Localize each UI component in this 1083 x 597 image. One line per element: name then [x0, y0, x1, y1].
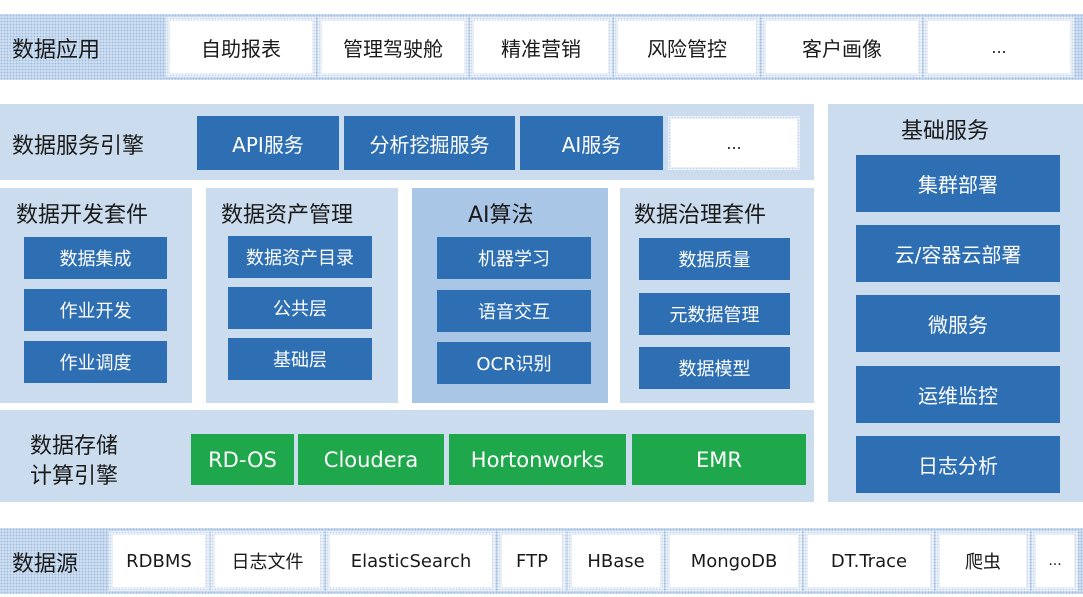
base-services-title: 基础服务 — [901, 119, 990, 144]
module-item-label: 机器学习 — [478, 249, 550, 270]
module-item-label: 数据集成 — [59, 249, 132, 270]
module-item-label: 公共层 — [273, 299, 327, 320]
source-item-hbase[interactable]: HBase — [568, 531, 664, 591]
source-item-ftp[interactable]: FTP — [498, 531, 566, 591]
source-item-label: DT.Trace — [830, 550, 908, 572]
app-item-more[interactable]: ... — [924, 17, 1074, 77]
source-item-label: 爬虫 — [965, 552, 1001, 573]
source-item-dttrace[interactable]: DT.Trace — [804, 531, 934, 591]
module-item-label: 作业调度 — [59, 353, 132, 374]
base-item-ops-monitor[interactable]: 运维监控 — [856, 366, 1060, 423]
app-layer-title: 数据应用 — [12, 38, 101, 63]
module-title: 数据治理套件 — [634, 203, 767, 228]
ai-service-label: AI服务 — [561, 132, 622, 157]
api-service-box[interactable]: API服务 — [197, 116, 339, 170]
source-item-elasticsearch[interactable]: ElasticSearch — [326, 531, 496, 591]
module-item-label: 数据资产目录 — [246, 248, 354, 269]
engine-cloudera-box[interactable]: Cloudera — [298, 434, 444, 485]
ai-service-box[interactable]: AI服务 — [520, 116, 663, 170]
app-item-label: 风险管控 — [647, 36, 727, 61]
source-item-mongodb[interactable]: MongoDB — [666, 531, 802, 591]
module-item-data-model[interactable]: 数据模型 — [639, 347, 790, 389]
source-item-label: ... — [1048, 553, 1062, 569]
source-item-crawler[interactable]: 爬虫 — [936, 531, 1030, 591]
source-item-label: ElasticSearch — [350, 550, 472, 572]
service-more-label: ... — [726, 133, 742, 153]
service-more-box[interactable]: ... — [668, 116, 800, 170]
base-item-label: 日志分析 — [918, 454, 998, 478]
source-item-log-file[interactable]: 日志文件 — [211, 531, 324, 591]
module-item-base-layer[interactable]: 基础层 — [228, 338, 372, 380]
engine-emr-box[interactable]: EMR — [632, 434, 806, 485]
base-item-label: 运维监控 — [918, 384, 998, 408]
module-item-label: 数据模型 — [678, 359, 751, 380]
engine-label: RD-OS — [208, 447, 277, 472]
service-engine-title: 数据服务引擎 — [12, 134, 145, 159]
app-item-label: 自助报表 — [201, 36, 281, 61]
module-item-label: 语音交互 — [478, 302, 550, 323]
app-item-cockpit[interactable]: 管理驾驶舱 — [318, 17, 468, 77]
module-title: 数据开发套件 — [16, 203, 149, 228]
source-item-label: FTP — [516, 550, 548, 572]
app-item-self-report[interactable]: 自助报表 — [166, 17, 316, 77]
source-item-label: 日志文件 — [231, 552, 304, 573]
base-item-log-analysis[interactable]: 日志分析 — [856, 436, 1060, 493]
engine-label: EMR — [696, 447, 742, 472]
module-title: AI算法 — [468, 203, 534, 228]
app-item-label: ... — [991, 37, 1007, 57]
source-item-label: MongoDB — [690, 550, 778, 572]
module-item-job-dev[interactable]: 作业开发 — [24, 289, 167, 331]
module-item-label: 数据质量 — [678, 250, 751, 271]
base-item-label: 集群部署 — [918, 173, 998, 197]
module-item-label: 作业开发 — [59, 301, 132, 322]
mining-service-label: 分析挖掘服务 — [369, 132, 490, 157]
module-item-machine-learning[interactable]: 机器学习 — [437, 237, 591, 279]
base-item-label: 微服务 — [928, 313, 988, 337]
module-item-public-layer[interactable]: 公共层 — [228, 287, 372, 329]
base-item-microservice[interactable]: 微服务 — [856, 295, 1060, 352]
module-item-job-schedule[interactable]: 作业调度 — [24, 341, 167, 383]
app-item-customer-profile[interactable]: 客户画像 — [762, 17, 922, 77]
data-source-title: 数据源 — [12, 552, 79, 577]
base-item-cloud-deploy[interactable]: 云/容器云部署 — [856, 225, 1060, 282]
module-item-data-integration[interactable]: 数据集成 — [24, 237, 167, 279]
module-title: 数据资产管理 — [221, 203, 354, 228]
module-item-metadata-mgmt[interactable]: 元数据管理 — [639, 293, 790, 335]
module-item-label: 基础层 — [273, 350, 327, 371]
app-item-marketing[interactable]: 精准营销 — [470, 17, 612, 77]
api-service-label: API服务 — [232, 132, 304, 157]
module-item-label: 元数据管理 — [669, 305, 760, 326]
module-item-ocr[interactable]: OCR识别 — [437, 342, 591, 384]
storage-title-line1: 数据存储 — [30, 434, 119, 459]
base-item-cluster-deploy[interactable]: 集群部署 — [856, 155, 1060, 212]
app-item-label: 管理驾驶舱 — [343, 36, 443, 61]
app-item-label: 客户画像 — [802, 36, 882, 61]
module-item-asset-catalog[interactable]: 数据资产目录 — [228, 236, 372, 278]
base-item-label: 云/容器云部署 — [894, 243, 1022, 267]
module-item-voice-interaction[interactable]: 语音交互 — [437, 290, 591, 332]
module-item-data-quality[interactable]: 数据质量 — [639, 238, 790, 280]
source-item-more[interactable]: ... — [1032, 531, 1078, 591]
app-item-label: 精准营销 — [501, 36, 581, 61]
source-item-label: HBase — [587, 550, 645, 572]
app-item-risk[interactable]: 风险管控 — [614, 17, 760, 77]
mining-service-box[interactable]: 分析挖掘服务 — [344, 116, 515, 170]
engine-label: Hortonworks — [470, 447, 605, 472]
storage-title-line2: 计算引擎 — [30, 464, 119, 489]
engine-label: Cloudera — [323, 447, 419, 472]
source-item-rdbms[interactable]: RDBMS — [109, 531, 209, 591]
engine-hortonworks-box[interactable]: Hortonworks — [449, 434, 626, 485]
source-item-label: RDBMS — [126, 550, 192, 572]
engine-rdos-box[interactable]: RD-OS — [191, 434, 294, 485]
module-item-label: OCR识别 — [476, 354, 552, 375]
